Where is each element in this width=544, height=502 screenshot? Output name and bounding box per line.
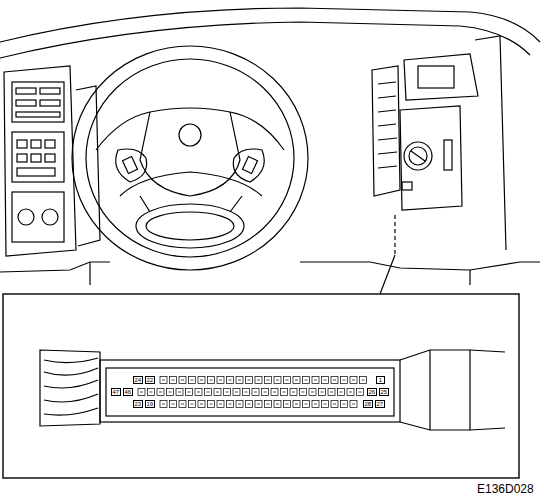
pin-number: 27 — [375, 400, 385, 408]
pin-number: 19 — [145, 400, 155, 408]
pin-number: 24 — [133, 376, 143, 384]
pin-number: 28 — [363, 400, 373, 408]
pin-number: 1 — [376, 376, 385, 384]
pin-number: 22 — [145, 376, 155, 384]
pin-number: 47 — [111, 388, 121, 396]
pin-number: 26 — [367, 388, 377, 396]
pin-number: 46 — [123, 388, 133, 396]
pin-number: 23 — [133, 400, 143, 408]
pin-number: 25 — [379, 388, 389, 396]
figure-code: E136D028 — [477, 483, 534, 495]
